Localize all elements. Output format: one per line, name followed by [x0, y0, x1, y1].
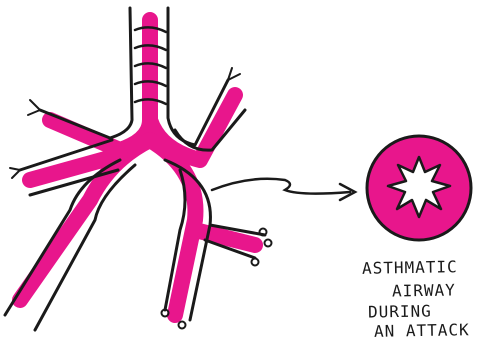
bronchial-tree	[5, 8, 272, 330]
airway-cross-section	[367, 136, 471, 240]
caption-line-4: AN ATTACK	[374, 320, 470, 341]
pointer-arrow	[212, 179, 355, 200]
caption-line-3: DURING	[368, 301, 432, 321]
caption-line-1: ASTHMATIC	[362, 257, 458, 278]
caption-line-2: AIRWAY	[392, 280, 456, 300]
